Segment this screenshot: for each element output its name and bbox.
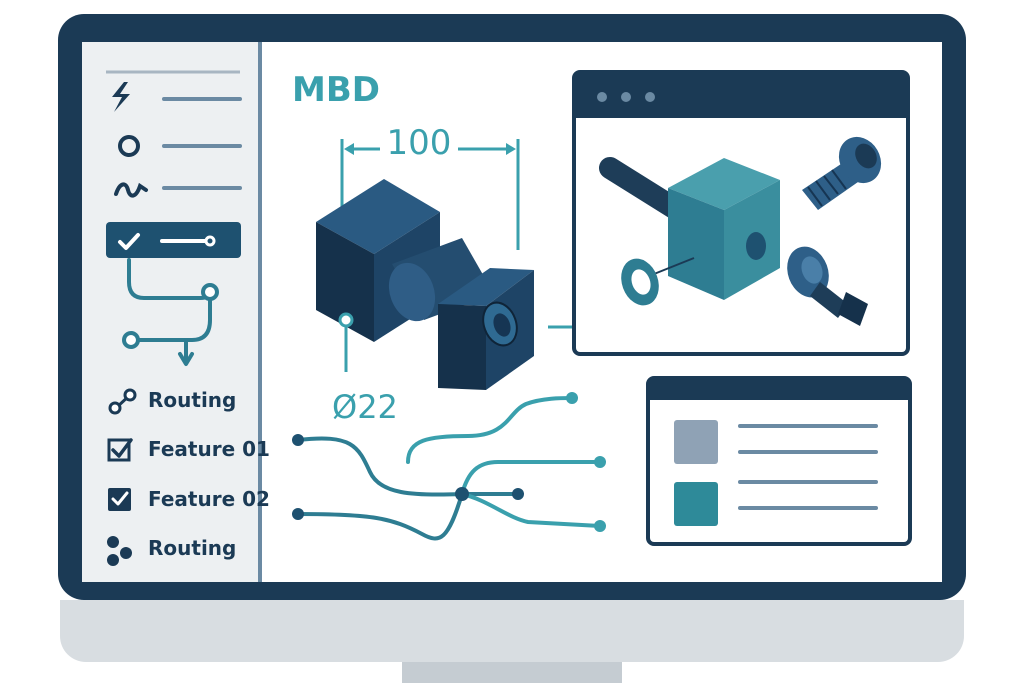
feature-routing-1-label[interactable]: Routing	[148, 388, 237, 412]
sidebar-item-selected[interactable]	[106, 222, 241, 258]
monitor-chin	[60, 600, 964, 662]
thumbnail-gray	[674, 420, 718, 464]
routing-nodes	[292, 392, 606, 532]
window-dot-icon	[597, 92, 607, 102]
main-canvas: 100 Ø22	[292, 70, 912, 546]
sidebar-item-lightning[interactable]	[112, 82, 242, 112]
page-title: MBD	[292, 70, 380, 110]
data-panel[interactable]	[646, 376, 912, 546]
diameter-dimension-value: Ø22	[332, 388, 398, 426]
checkbox-filled-icon	[108, 488, 131, 511]
sidebar-route-tree	[122, 258, 219, 366]
washer	[621, 258, 659, 306]
viewer-window[interactable]	[572, 70, 910, 356]
sidebar-divider	[258, 42, 262, 582]
wave-icon	[114, 182, 148, 198]
cad-part[interactable]	[316, 179, 534, 390]
sidebar-item-wave[interactable]	[114, 182, 242, 198]
thumbnail-teal	[674, 482, 718, 526]
width-dimension-value: 100	[387, 123, 452, 163]
lightning-icon	[112, 82, 130, 112]
route-icon	[108, 388, 137, 415]
monitor-stand	[402, 662, 622, 683]
feature-01-label[interactable]: Feature 01	[148, 437, 270, 461]
feature-routing-2-label[interactable]: Routing	[148, 536, 237, 560]
window-dot-icon	[645, 92, 655, 102]
diameter-leader	[338, 312, 354, 372]
sidebar-item-circle[interactable]	[118, 135, 242, 157]
feature-02-label[interactable]: Feature 02	[148, 487, 270, 511]
bolt-bottom	[787, 246, 868, 326]
exploded-cube	[668, 158, 780, 300]
circle-icon	[118, 135, 140, 157]
window-dot-icon	[621, 92, 631, 102]
checkbox-outline-icon	[107, 438, 133, 462]
bolt-top	[802, 136, 882, 210]
width-dimension	[340, 139, 520, 250]
sidebar-graphics	[106, 70, 242, 566]
route-icon	[107, 536, 132, 566]
checkmark-icon	[118, 233, 140, 250]
